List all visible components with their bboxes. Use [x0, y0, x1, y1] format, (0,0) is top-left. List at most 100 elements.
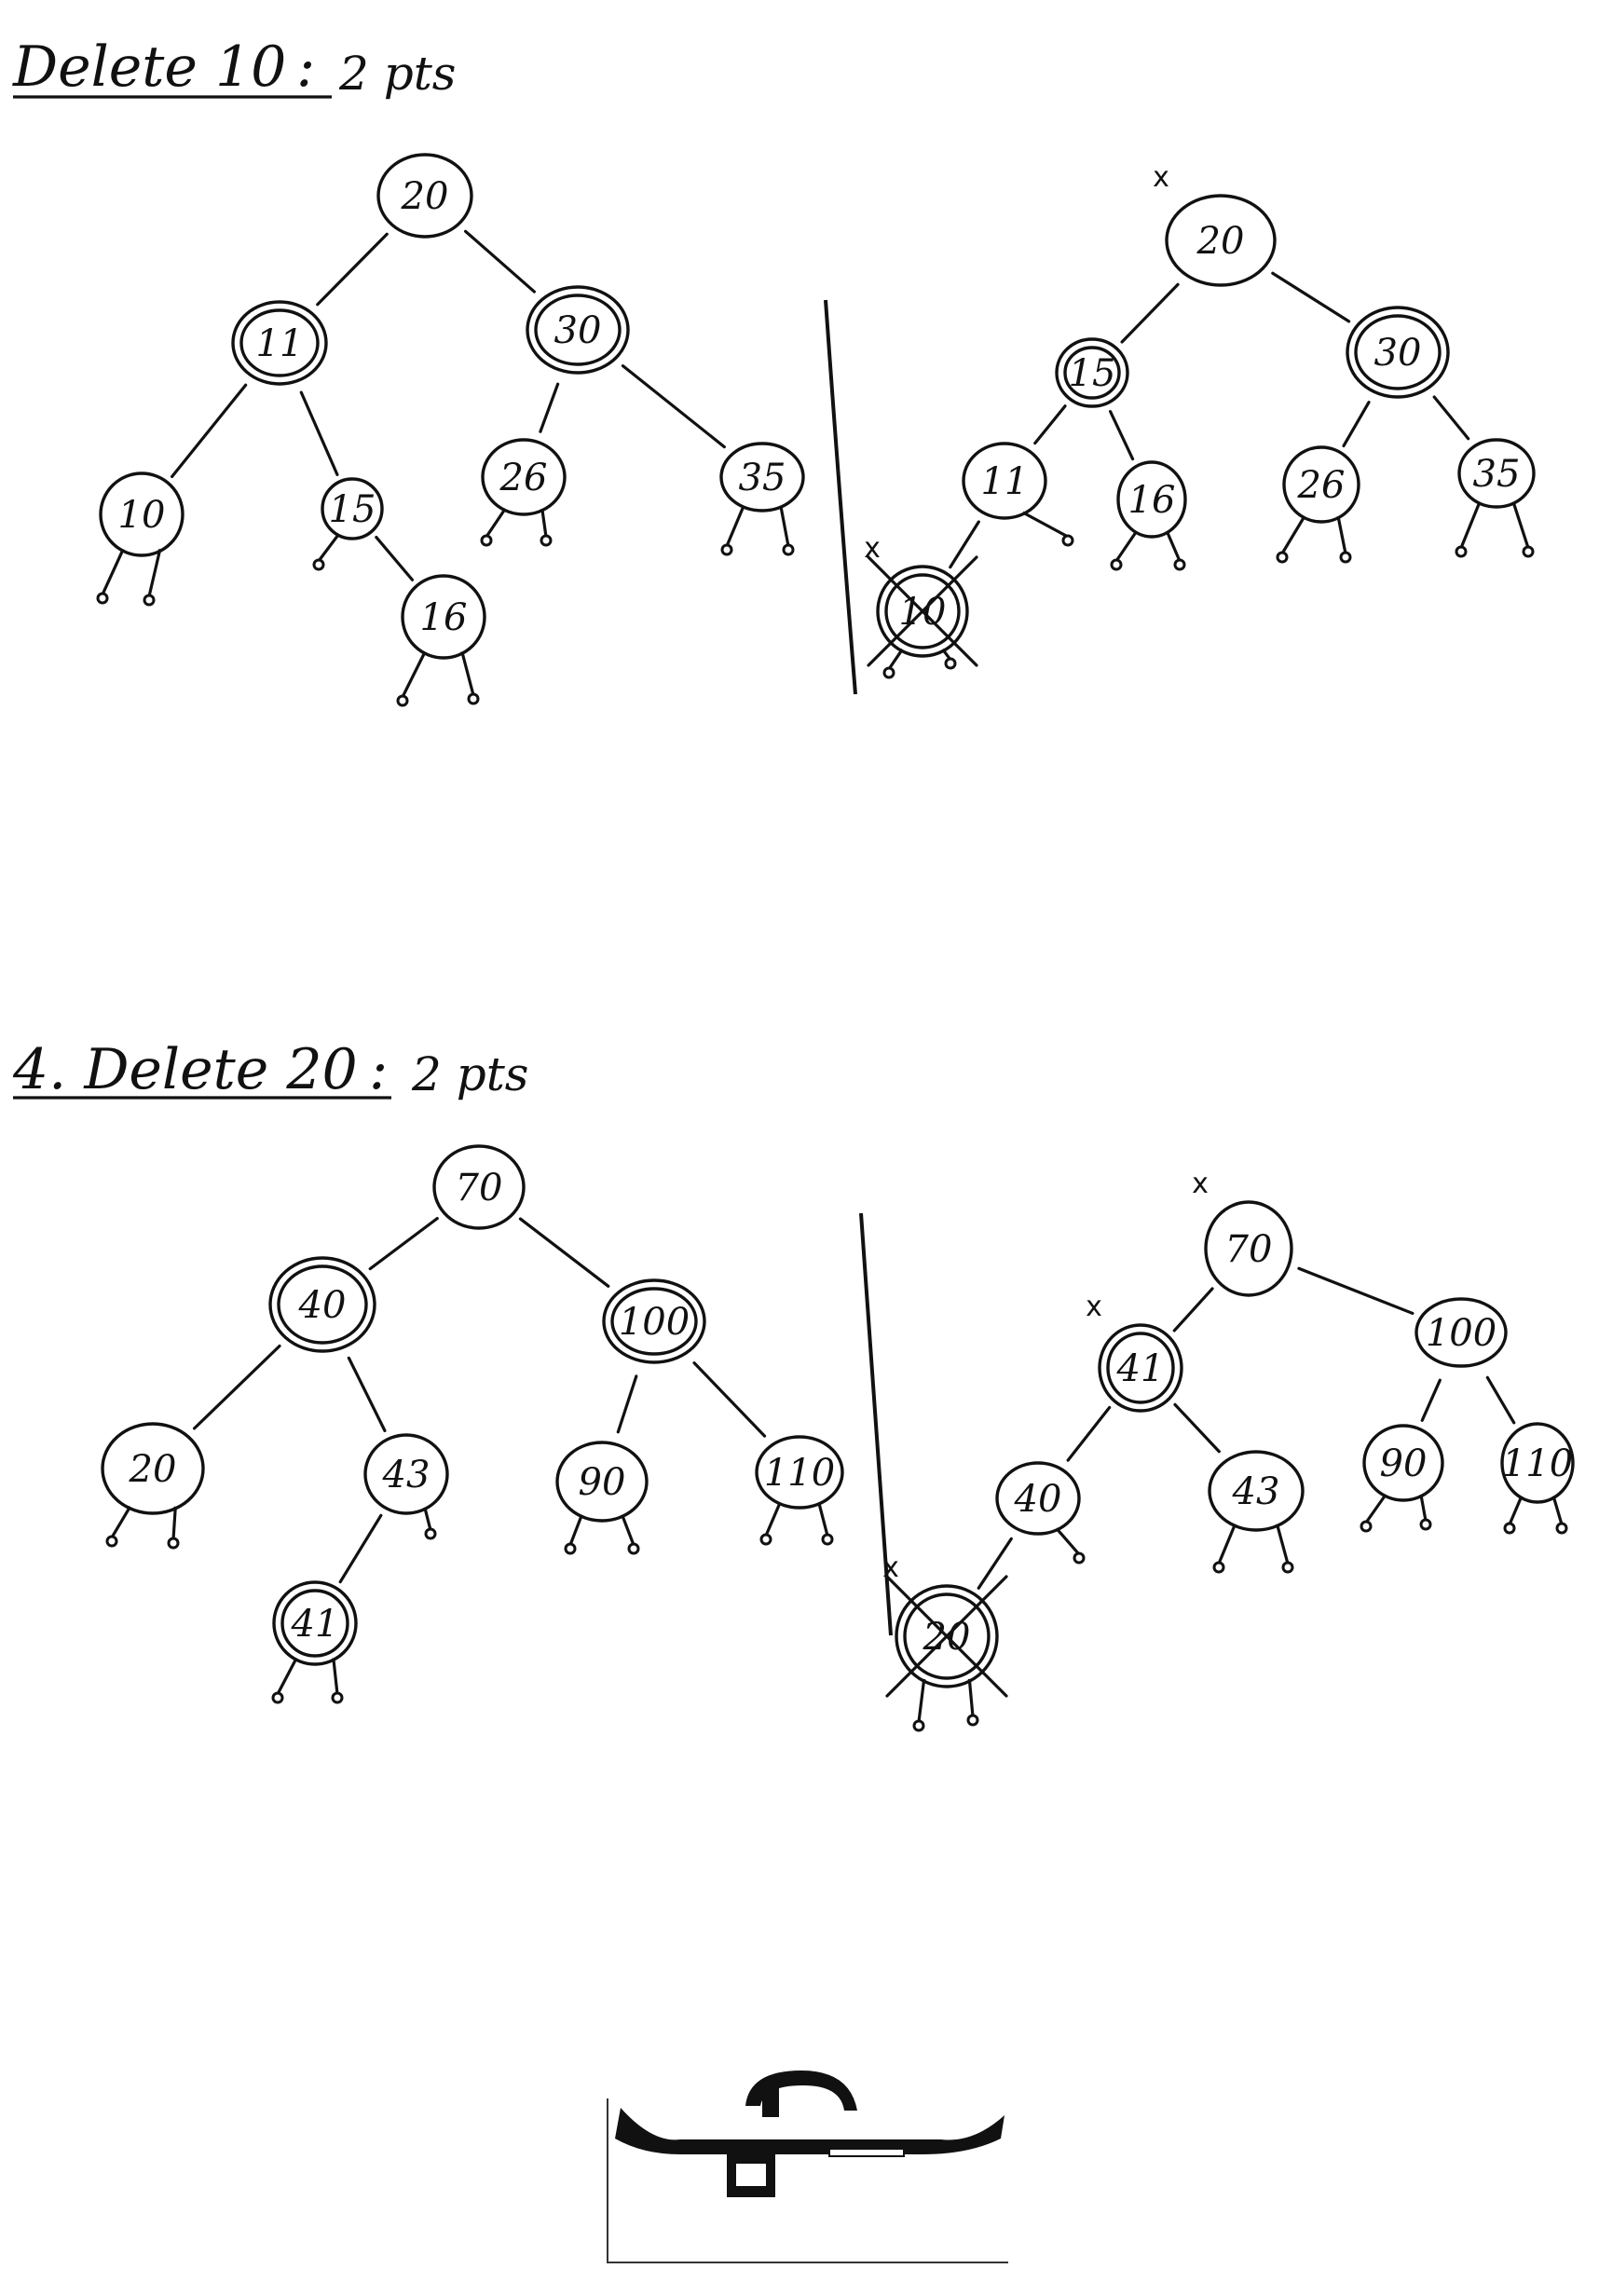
- x-mark: x: [882, 1551, 899, 1584]
- tree-node-41: 41: [271, 1580, 358, 1704]
- section-1-title: Delete 10: [12, 34, 286, 100]
- nil-leaf-stub: [621, 1514, 636, 1546]
- edge-d70-d41: [1172, 1287, 1214, 1332]
- tree-node-110: 110: [755, 1435, 844, 1546]
- nil-leaf-stub: [1551, 1496, 1564, 1525]
- nil-leaf-stub: [332, 1658, 339, 1695]
- node-inner-outline: [280, 1589, 349, 1658]
- node-outline: [526, 285, 630, 375]
- node-inner-outline: [610, 1287, 698, 1356]
- section-1-heading: Delete 10 : 2 pts: [12, 34, 456, 101]
- tree-node-35: 35: [1455, 438, 1536, 558]
- nil-leaf-dot: [96, 592, 109, 605]
- node-outline: [602, 1278, 706, 1364]
- nil-leaf-stub: [485, 508, 507, 538]
- edge-b20-b15: [1120, 282, 1180, 344]
- edge-c40-c43: [347, 1356, 387, 1432]
- edge-c70-c40: [368, 1216, 439, 1271]
- nil-leaf-stub: [147, 549, 162, 597]
- tree-node-100: 100: [602, 1278, 706, 1364]
- node-outline: [995, 1461, 1081, 1536]
- edge-d100-d110: [1485, 1375, 1516, 1425]
- x-mark: x: [1153, 161, 1169, 194]
- tree-node-35: 35: [719, 442, 805, 556]
- node-outline: [1098, 1323, 1183, 1413]
- nil-leaf-dot: [396, 694, 409, 707]
- node-label: 40: [1014, 1478, 1062, 1521]
- node-label: 41: [1116, 1347, 1165, 1390]
- edge-d100-d90: [1420, 1378, 1442, 1422]
- tree-node-43: 43: [1208, 1450, 1305, 1574]
- nil-leaf-dot: [271, 1691, 284, 1704]
- section-1-divider: [824, 299, 857, 695]
- nil-leaf-stub: [568, 1514, 583, 1546]
- node-inner-outline: [1106, 1332, 1175, 1404]
- nil-leaf-stub: [725, 504, 745, 547]
- nil-leaf-stub: [1114, 530, 1139, 562]
- edge-c100-c110: [692, 1361, 767, 1438]
- node-label: 70: [456, 1167, 503, 1210]
- edge-d70-d100: [1297, 1266, 1414, 1316]
- nil-leaf-dot: [1173, 558, 1186, 571]
- node-label: 20: [129, 1448, 177, 1491]
- node-inner-outline: [277, 1264, 368, 1345]
- nil-leaf-dot: [1339, 551, 1352, 564]
- tree-node-100: 100: [1414, 1297, 1508, 1368]
- nil-leaf-dot: [627, 1542, 640, 1555]
- tree-node-40: 40: [268, 1256, 376, 1353]
- node-inner-outline: [239, 308, 320, 377]
- edge-a15-a16: [375, 535, 415, 581]
- nil-leaf-dot: [1061, 534, 1074, 547]
- nil-leaf-dot: [1522, 545, 1535, 558]
- node-inner-outline: [534, 294, 622, 366]
- edge-a11-a10: [170, 383, 248, 479]
- tree-node-16: 16: [1110, 460, 1187, 571]
- tree-node-26: 26: [480, 438, 567, 547]
- node-outline: [1116, 460, 1187, 539]
- edge-b15-b11: [1033, 404, 1067, 445]
- node-inner-outline: [1354, 314, 1442, 390]
- node-label: 41: [291, 1603, 339, 1646]
- tree-node-15: 15: [1055, 337, 1129, 408]
- edge-b11-b10: [949, 520, 980, 569]
- nil-leaf-stub: [1055, 1527, 1081, 1556]
- nil-leaf-dot: [1419, 1518, 1432, 1531]
- node-label: 20: [401, 175, 449, 218]
- node-outline: [1165, 194, 1277, 287]
- node-outline: [321, 477, 384, 540]
- node-outline: [755, 1435, 844, 1510]
- node-outline: [99, 472, 184, 557]
- node-label: 43: [382, 1454, 430, 1496]
- nil-leaf-stub: [1459, 500, 1482, 549]
- nil-leaf-dot: [782, 543, 795, 556]
- cross-out-stroke: [885, 1575, 1008, 1698]
- nil-leaf-dot: [1212, 1561, 1225, 1574]
- edge-d41-d40: [1066, 1405, 1112, 1462]
- tree-node-20: 20: [376, 153, 473, 239]
- edge-c100-c90: [616, 1374, 638, 1434]
- node-outline: [719, 442, 805, 512]
- nil-leaf-dot: [540, 534, 553, 547]
- tree-node-26: 26: [1276, 445, 1360, 564]
- edge-a30-a35: [621, 364, 726, 449]
- node-outline: [401, 574, 486, 660]
- nil-leaf-dot: [424, 1527, 437, 1540]
- nil-leaf-dot: [312, 558, 325, 571]
- node-outline: [1414, 1297, 1508, 1368]
- node-outline: [1208, 1450, 1305, 1532]
- section-1-colon: :: [296, 34, 315, 100]
- section-2-colon: :: [369, 1037, 388, 1102]
- node-outline: [101, 1422, 205, 1515]
- nil-leaf-dot: [912, 1719, 925, 1732]
- node-label: 110: [764, 1452, 835, 1495]
- tree-node-70: 70x: [1192, 1168, 1293, 1297]
- nil-leaf-dot: [882, 666, 895, 679]
- nil-leaf-stub: [1364, 1494, 1387, 1524]
- edge-c40-c20: [192, 1344, 281, 1430]
- edge-b30-b26: [1342, 401, 1371, 448]
- node-outline: [481, 438, 567, 516]
- node-outline: [363, 1433, 449, 1515]
